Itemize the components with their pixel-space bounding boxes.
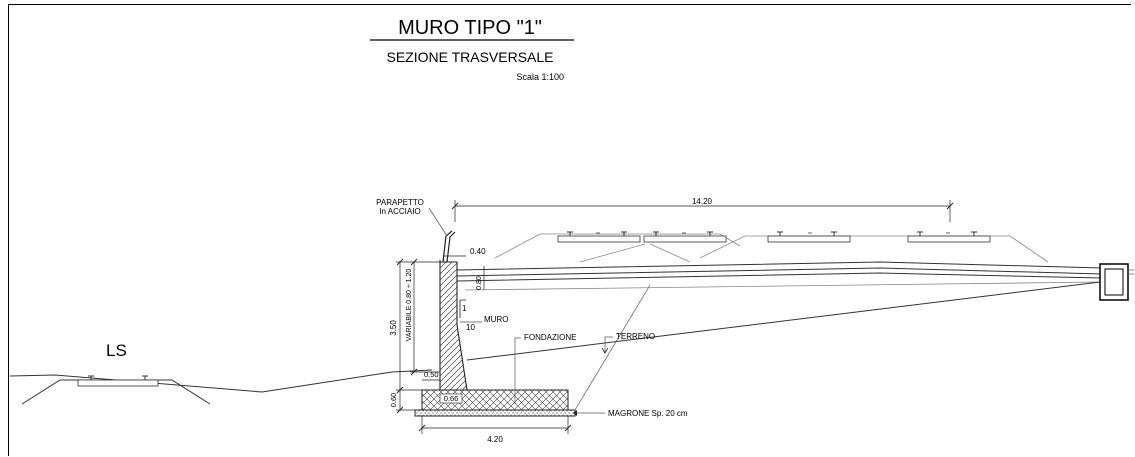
track-label-ls: LS (106, 341, 127, 360)
parapet-label-2: In ACCIAIO (379, 207, 420, 216)
parapet-leader (428, 207, 448, 237)
dim-vertical-left (396, 258, 440, 414)
terreno-leader (604, 336, 613, 352)
box-culvert-inner (1104, 268, 1124, 296)
label-muro: MURO (484, 315, 508, 324)
slab-lower-line (464, 281, 1101, 291)
excavation-slope (574, 284, 651, 411)
drawing-title: MURO TIPO "1" (398, 17, 542, 39)
ballast-right (699, 235, 1049, 263)
slab-top (456, 261, 1103, 271)
magrone-layer (414, 409, 576, 417)
dim-label-3-50: 3.50 (389, 320, 398, 336)
ballast-left (494, 233, 741, 259)
label-terreno: TERRENO (616, 332, 655, 341)
dim-label-0-50: 0.50 (424, 370, 439, 379)
terrain-line (466, 281, 1101, 361)
dim-label-variable: VARIABILE 0.80 ÷ 1.20 (406, 269, 413, 342)
dim-label-4-20: 4.20 (487, 435, 503, 444)
drawing-scale: Scala 1:100 (516, 72, 564, 82)
dim-width-top (451, 200, 954, 222)
label-magrone: MAGRONE Sp. 20 cm (608, 409, 688, 418)
drawing-frame (8, 4, 1131, 456)
slope-label-10: 10 (466, 323, 475, 332)
dim-label-14-20: 14.20 (692, 197, 713, 206)
dim-box-0-66 (439, 393, 463, 404)
ground-line-left (9, 369, 433, 393)
left-sleeper (77, 379, 159, 387)
steel-parapet (442, 230, 456, 263)
slope-indicator (459, 299, 466, 318)
slab-mid (456, 267, 1103, 277)
upper-sleepers (557, 231, 991, 243)
retaining-wall (439, 261, 468, 391)
dim-footing-width (418, 416, 572, 434)
label-fondazione: FONDAZIONE (524, 333, 576, 342)
fondazione-leader (514, 337, 521, 404)
slope-label-1: 1 (462, 304, 467, 313)
drawing-subtitle: SEZIONE TRASVERSALE (386, 49, 553, 65)
dim-label-0-80: 0.80 (476, 276, 483, 290)
left-rails (88, 375, 148, 380)
slab-bottom (456, 272, 1103, 282)
dim-label-0-40: 0.40 (470, 247, 486, 256)
dim-label-0-60: 0.60 (389, 393, 398, 408)
dim-label-0-66: 0.66 (444, 394, 459, 403)
parapet-label-1: PARAPETTO (376, 198, 424, 207)
